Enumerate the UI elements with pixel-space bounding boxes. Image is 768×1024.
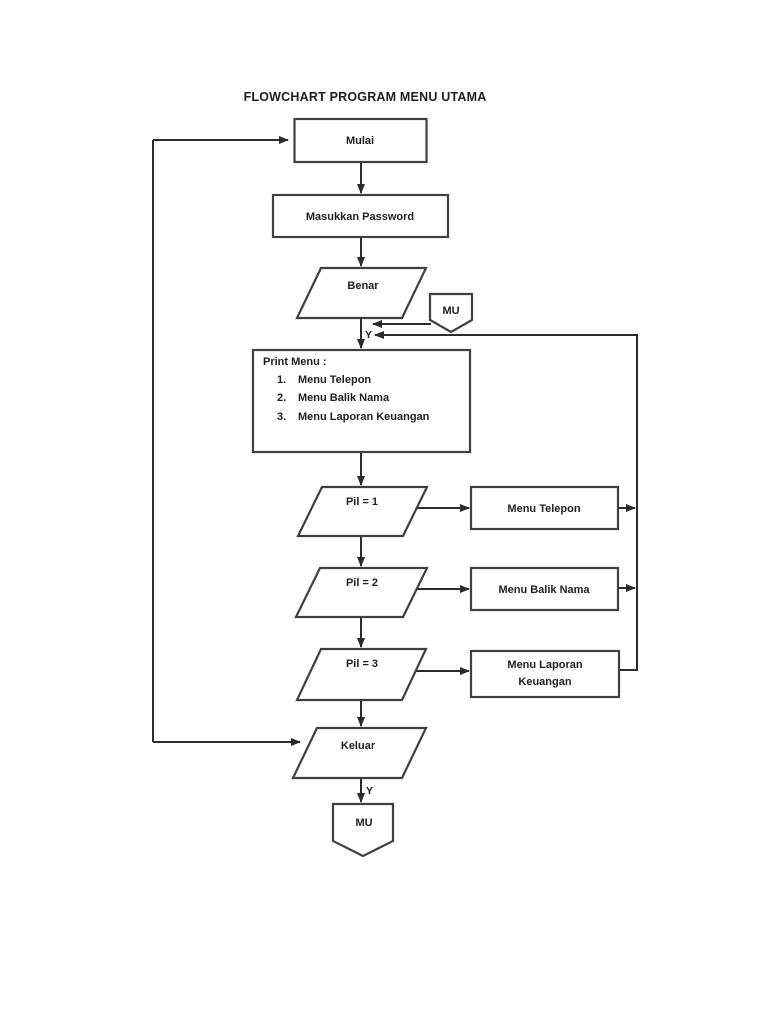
node-menu-laporan-keuangan <box>469 649 621 699</box>
node-mulai-label: Mulai <box>346 135 374 147</box>
page-title: FLOWCHART PROGRAM MENU UTAMA <box>244 90 487 104</box>
print-menu-item2-num: 2. <box>277 392 286 404</box>
edge-label-y-top: Y <box>365 329 372 341</box>
node-keluar <box>291 726 428 780</box>
print-menu-item3-num: 3. <box>277 411 286 423</box>
node-mu-bottom-label: MU <box>355 817 372 829</box>
node-masukkan-password <box>271 193 450 239</box>
node-mu-top-label: MU <box>442 305 459 317</box>
print-menu-item1-label: Menu Telepon <box>298 374 371 386</box>
edge-label-y-bottom: Y <box>366 785 373 797</box>
print-menu-item1-num: 1. <box>277 374 286 386</box>
node-menu-balik-nama-label: Menu Balik Nama <box>498 584 590 596</box>
node-pil3-label: Pil = 3 <box>346 658 378 670</box>
node-print-menu <box>251 348 472 454</box>
node-mulai <box>293 117 428 164</box>
node-pil1-label: Pil = 1 <box>346 496 378 508</box>
node-menu-laporan-label-line2: Keuangan <box>518 676 571 688</box>
node-menu-telepon-label: Menu Telepon <box>507 503 580 515</box>
node-mu-connector-bottom <box>331 802 395 858</box>
node-benar <box>295 266 428 320</box>
node-menu-telepon <box>469 485 620 531</box>
node-pil3 <box>295 647 428 702</box>
node-menu-laporan-label-line1: Menu Laporan <box>507 659 582 671</box>
print-menu-item3-label: Menu Laporan Keuangan <box>298 411 430 423</box>
node-pil2-label: Pil = 2 <box>346 577 378 589</box>
node-keluar-label: Keluar <box>341 740 376 752</box>
print-menu-heading: Print Menu : <box>263 356 327 368</box>
node-benar-label: Benar <box>347 280 379 292</box>
node-menu-balik-nama <box>469 566 620 612</box>
node-mu-connector-top <box>428 292 474 334</box>
print-menu-item2-label: Menu Balik Nama <box>298 392 390 404</box>
edge-right-rail-return <box>374 331 638 671</box>
node-pil1 <box>296 485 429 538</box>
node-masukkan-password-label: Masukkan Password <box>306 211 414 223</box>
node-pil2 <box>294 566 429 619</box>
